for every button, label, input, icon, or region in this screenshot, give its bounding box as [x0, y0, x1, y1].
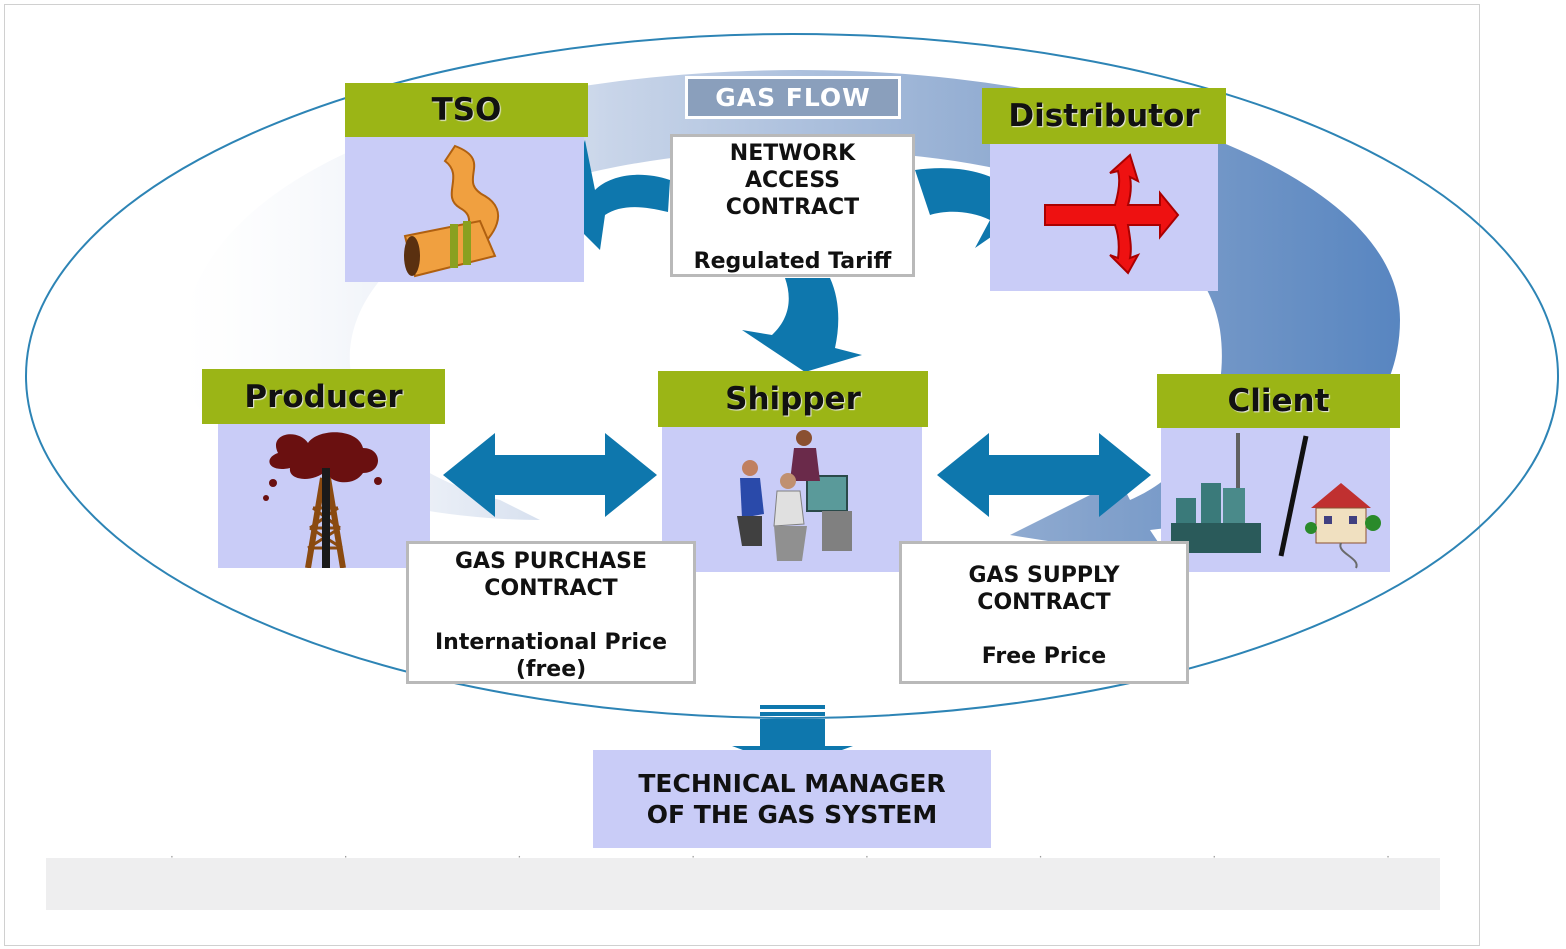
shipper-panel — [662, 426, 922, 572]
technical-manager-line-1: TECHNICAL MANAGER — [638, 769, 946, 798]
producer-header: Producer — [202, 369, 445, 424]
background-table-scraps: ········ — [170, 850, 1390, 864]
gas-flow-label: GAS FLOW — [685, 76, 901, 119]
technical-manager-box: TECHNICAL MANAGER OF THE GAS SYSTEM — [593, 750, 991, 848]
double-arrow-shipper-client — [937, 433, 1151, 517]
distributor-header: Distributor — [982, 88, 1226, 144]
arrow-to-tso — [560, 140, 670, 250]
gas-purchase-contract-box: GAS PURCHASE CONTRACT International Pric… — [406, 541, 696, 684]
shipper-header: Shipper — [658, 371, 928, 427]
market-ellipse — [25, 33, 1559, 719]
distribution-arrows-icon — [1044, 153, 1180, 275]
oil-well-icon — [263, 432, 382, 569]
international-price-label: International Price — [435, 630, 667, 655]
free-label: (free) — [515, 657, 587, 682]
pipeline-icon — [403, 144, 500, 278]
tso-panel — [345, 136, 584, 282]
network-contract-line-1: NETWORK — [729, 141, 856, 166]
supply-contract-line-1: GAS SUPPLY — [968, 563, 1120, 588]
regulated-tariff-label: Regulated Tariff — [693, 249, 892, 274]
purchase-contract-line-1: GAS PURCHASE — [455, 549, 647, 574]
client-panel — [1161, 428, 1390, 572]
producer-panel — [218, 423, 430, 569]
network-contract-line-3: CONTRACT — [725, 195, 860, 220]
technical-manager-line-2: OF THE GAS SYSTEM — [646, 800, 938, 829]
gas-supply-contract-box: GAS SUPPLY CONTRACT Free Price — [899, 541, 1189, 684]
client-header: Client — [1157, 374, 1400, 428]
double-arrow-producer-shipper — [443, 433, 657, 517]
tso-header: TSO — [345, 83, 588, 137]
background-table-band — [46, 858, 1440, 910]
arrow-to-shipper — [742, 278, 862, 372]
network-access-contract-box: NETWORK ACCESS CONTRACT Regulated Tariff — [670, 134, 915, 277]
free-price-label: Free Price — [981, 644, 1107, 669]
distributor-panel — [990, 143, 1218, 291]
factory-house-icon — [1171, 433, 1381, 569]
network-contract-line-2: ACCESS — [744, 168, 841, 193]
office-workers-icon — [737, 430, 852, 561]
supply-contract-line-2: CONTRACT — [977, 590, 1111, 615]
purchase-contract-line-2: CONTRACT — [484, 576, 618, 601]
